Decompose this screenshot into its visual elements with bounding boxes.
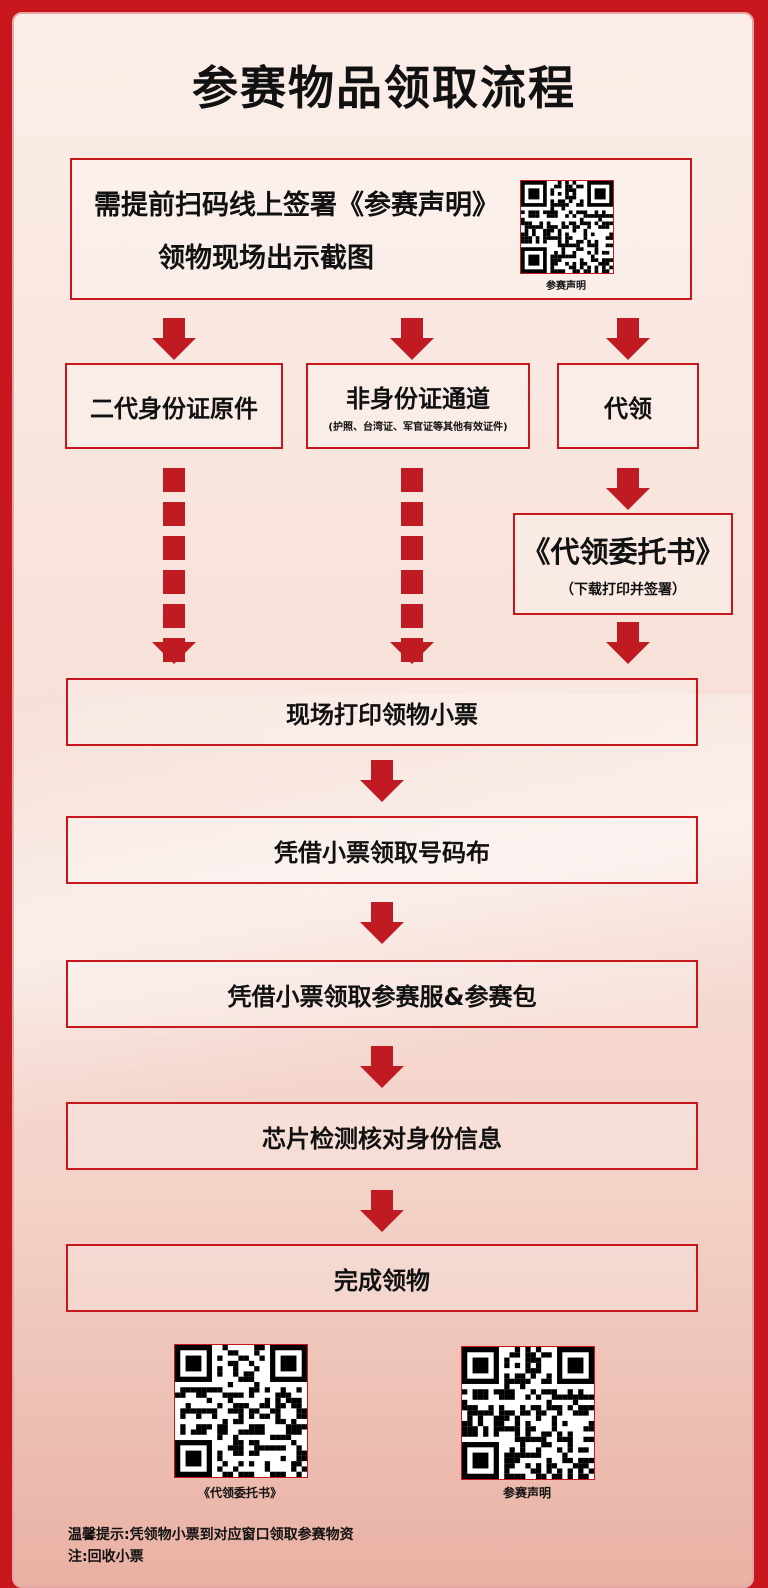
declaration-qr[interactable] (461, 1346, 595, 1480)
dash-segment (163, 570, 185, 594)
proxy-letter-note: （下载打印并签署） (560, 582, 686, 598)
declaration-qr-small-caption: 参赛声明 (546, 281, 586, 292)
top-line-1: 需提前扫码线上签署《参赛声明》 (94, 190, 499, 221)
dash-segment (401, 536, 423, 560)
dash-segment (401, 604, 423, 628)
qr-code-icon (462, 1347, 594, 1479)
proxy-letter-title: 《代领委托书》 (521, 535, 725, 569)
step-5-label: 完成领物 (334, 1266, 430, 1295)
qr-code-icon (175, 1345, 307, 1477)
step-4-box: 芯片检测核对身份信息 (66, 1102, 698, 1170)
page-title: 参赛物品领取流程 (192, 61, 576, 115)
declaration-qr-small[interactable] (520, 180, 614, 274)
dash-segment (163, 502, 185, 526)
step-4-label: 芯片检测核对身份信息 (262, 1124, 502, 1153)
step-2-label: 凭借小票领取号码布 (274, 838, 490, 867)
dash-segment (163, 468, 185, 492)
step-3-label: 凭借小票领取参赛服&参赛包 (227, 982, 537, 1011)
branch-non-id: 非身份证通道 (护照、台湾证、军官证等其他有效证件) (306, 363, 530, 449)
declaration-qr-caption: 参赛声明 (502, 1486, 551, 1500)
dash-segment (401, 570, 423, 594)
proxy-letter-qr[interactable] (174, 1344, 308, 1478)
step-3-box: 凭借小票领取参赛服&参赛包 (66, 960, 698, 1028)
branch-proxy-label: 代领 (604, 394, 652, 423)
step-5-box: 完成领物 (66, 1244, 698, 1312)
branch-id-card: 二代身份证原件 (65, 363, 283, 449)
step-1-box: 现场打印领物小票 (66, 678, 698, 746)
proxy-letter-qr-caption: 《代领委托书》 (197, 1486, 282, 1500)
note-text: 注:回收小票 (68, 1549, 144, 1565)
step-1-label: 现场打印领物小票 (286, 700, 478, 729)
dash-segment (401, 502, 423, 526)
tip-text: 温馨提示:凭领物小票到对应窗口领取参赛物资 (68, 1527, 354, 1543)
branch-non-id-label: 非身份证通道 (346, 385, 490, 413)
step-2-box: 凭借小票领取号码布 (66, 816, 698, 884)
dash-segment (401, 468, 423, 492)
dash-segment (163, 536, 185, 560)
dash-segment (163, 604, 185, 628)
proxy-letter-box: 《代领委托书》 （下载打印并签署） (513, 513, 733, 615)
branch-non-id-note: (护照、台湾证、军官证等其他有效证件) (328, 422, 508, 433)
branch-id-card-label: 二代身份证原件 (90, 394, 258, 423)
qr-code-icon (521, 181, 613, 273)
branch-proxy: 代领 (557, 363, 699, 449)
top-line-2: 领物现场出示截图 (158, 243, 374, 274)
